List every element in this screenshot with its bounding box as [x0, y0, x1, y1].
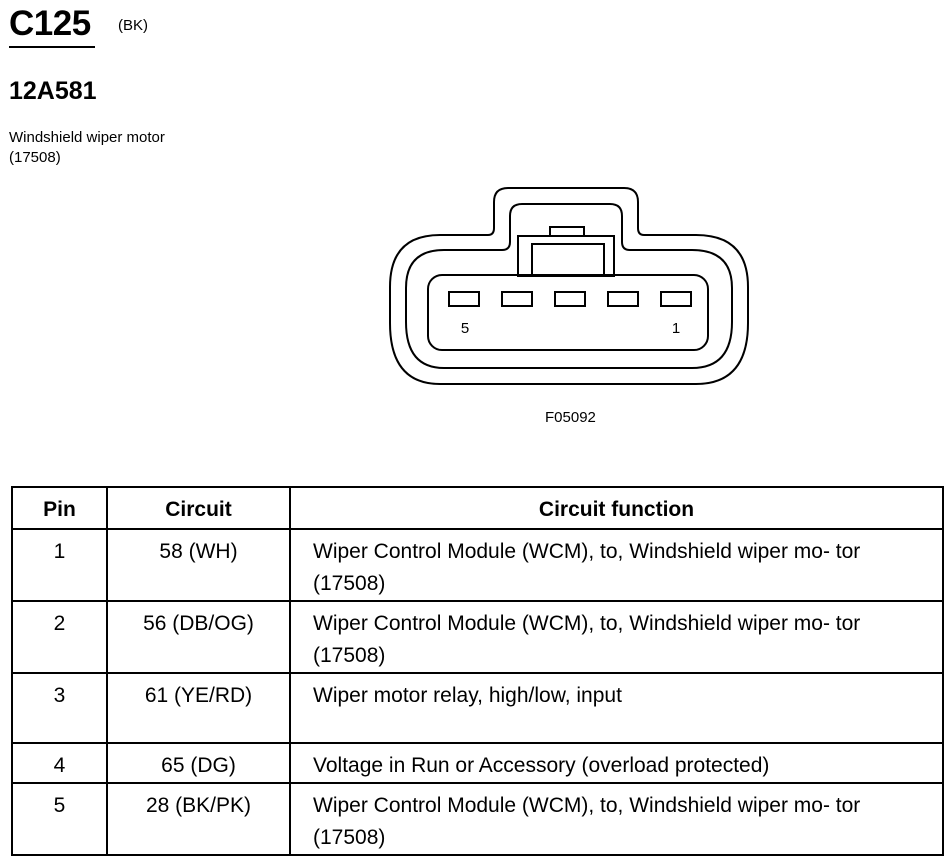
pin-cell: 1 [11, 528, 108, 602]
connector-outer-shell [389, 187, 749, 385]
function-cell: Wiper motor relay, high/low, input [289, 672, 944, 744]
pin-terminal-4 [501, 291, 533, 307]
part-number: 12A581 [9, 77, 97, 105]
connector-description: Windshield wiper motor (17508) [9, 129, 165, 166]
pin-table: Pin Circuit Circuit function 1 58 (WH) W… [11, 486, 944, 856]
circuit-cell: 65 (DG) [106, 742, 291, 784]
circuit-cell: 56 (DB/OG) [106, 600, 291, 674]
table-row: 4 65 (DG) Voltage in Run or Accessory (o… [11, 742, 944, 784]
figure-id: F05092 [545, 409, 596, 426]
header-pin: Pin [11, 486, 108, 530]
function-cell: Wiper Control Module (WCM), to, Windshie… [289, 600, 944, 674]
pin-terminal-3 [554, 291, 586, 307]
circuit-cell: 61 (YE/RD) [106, 672, 291, 744]
pin-terminal-5 [448, 291, 480, 307]
pin-cell: 5 [11, 782, 108, 856]
connector-color: (BK) [118, 17, 148, 34]
header-circuit-function: Circuit function [289, 486, 944, 530]
table-row: 3 61 (YE/RD) Wiper motor relay, high/low… [11, 672, 944, 744]
pin-label-left: 5 [461, 320, 469, 337]
pin-cell: 4 [11, 742, 108, 784]
function-cell: Voltage in Run or Accessory (overload pr… [289, 742, 944, 784]
function-cell: Wiper Control Module (WCM), to, Windshie… [289, 782, 944, 856]
connector-face-diagram: 5 1 [389, 187, 749, 385]
table-row: 1 58 (WH) Wiper Control Module (WCM), to… [11, 528, 944, 602]
connector-id: C125 [9, 4, 91, 43]
circuit-cell: 58 (WH) [106, 528, 291, 602]
circuit-cell: 28 (BK/PK) [106, 782, 291, 856]
connector-latch-tab [549, 226, 585, 237]
pin-cell: 3 [11, 672, 108, 744]
connector-inner-shell [405, 203, 733, 369]
pin-cavity-block [427, 274, 709, 351]
connector-id-underline [9, 46, 95, 48]
pin-cell: 2 [11, 600, 108, 674]
connector-latch-inner [531, 243, 605, 277]
header-circuit: Circuit [106, 486, 291, 530]
pin-terminal-1 [660, 291, 692, 307]
function-cell: Wiper Control Module (WCM), to, Windshie… [289, 528, 944, 602]
pin-label-right: 1 [672, 320, 680, 337]
table-row: 2 56 (DB/OG) Wiper Control Module (WCM),… [11, 600, 944, 674]
table-header-row: Pin Circuit Circuit function [11, 486, 944, 530]
table-row: 5 28 (BK/PK) Wiper Control Module (WCM),… [11, 782, 944, 856]
pin-terminal-2 [607, 291, 639, 307]
